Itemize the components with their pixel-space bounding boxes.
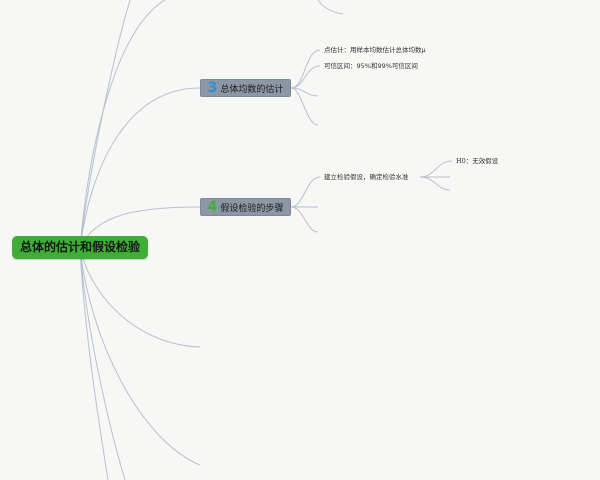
branch-number-3: 3 <box>207 80 218 96</box>
leaf-establish-hypothesis[interactable]: 建立检验假设，确定检验水准 <box>324 173 409 181</box>
connector-b3-point <box>290 49 321 89</box>
leaf-point-estimate[interactable]: 点估计：用样本均数估计总体均数μ <box>324 46 426 54</box>
connector-root-branch-3 <box>79 87 201 249</box>
connector-root-lower-c <box>79 247 126 480</box>
connector-b4-hypo <box>290 176 321 208</box>
connector-b3-ci <box>290 65 321 89</box>
connector-root-lower-b <box>79 247 201 466</box>
leaf-confidence-interval[interactable]: 可信区间：95%和99%可信区间 <box>324 62 418 70</box>
connector-hypo-c <box>419 176 451 191</box>
connector-b4-c <box>290 206 319 233</box>
root-node[interactable]: 总体的估计和假设检验 <box>12 236 148 259</box>
branch-label-4: 假设检验的步骤 <box>220 203 284 214</box>
connector-top-partial <box>317 0 344 15</box>
branch-label-3: 总体均数的估计 <box>220 84 284 95</box>
connector-hypo-h0 <box>419 160 453 178</box>
connector-root-top-a <box>79 0 166 249</box>
leaf-null-hypothesis[interactable]: H0：无效假设 <box>456 157 499 165</box>
connector-b3-c <box>290 87 319 97</box>
branch-number-4: 4 <box>207 199 218 215</box>
branch-node-3[interactable]: 3 总体均数的估计 <box>200 79 291 97</box>
connector-b3-d <box>290 87 319 126</box>
connector-root-top-b <box>79 0 131 249</box>
connector-root-lower-a <box>79 247 201 348</box>
connector-root-lower-d <box>79 247 109 480</box>
branch-node-4[interactable]: 4 假设检验的步骤 <box>200 198 291 216</box>
